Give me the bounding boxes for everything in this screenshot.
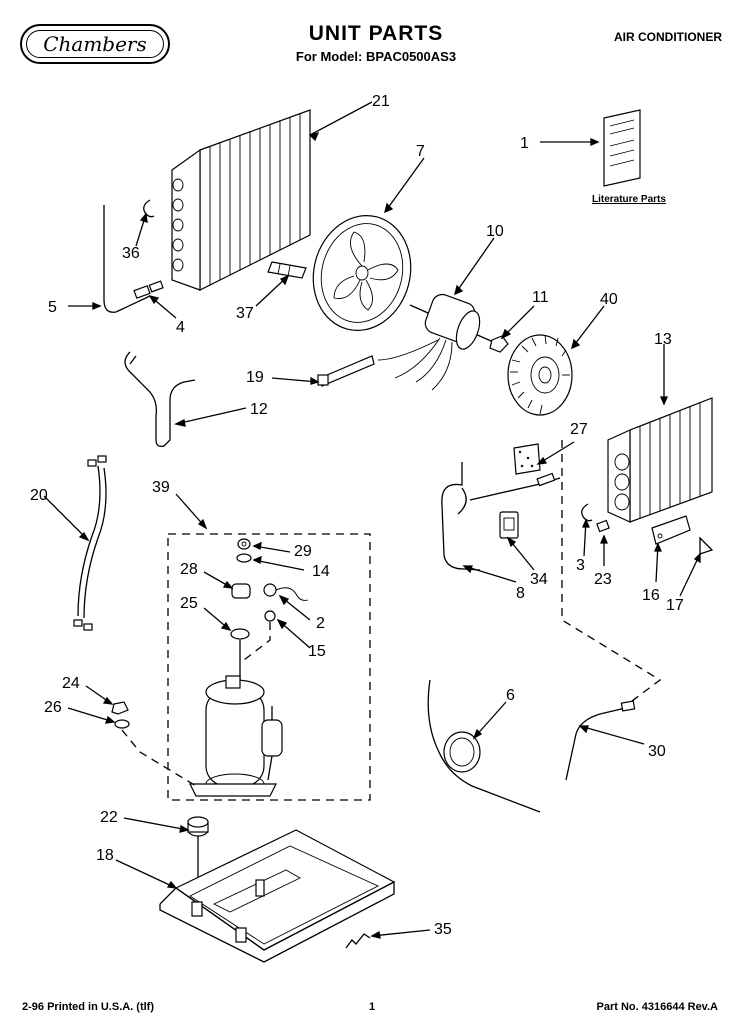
- callout-15: 15: [308, 643, 326, 660]
- callout-10: 10: [486, 223, 504, 240]
- callout-7: 7: [416, 143, 425, 160]
- callout-14: 14: [312, 563, 330, 580]
- callout-26: 26: [44, 699, 62, 716]
- callout-4: 4: [176, 319, 185, 336]
- callout-23: 23: [594, 571, 612, 588]
- washer-25: [230, 628, 250, 640]
- cord-30: [565, 705, 635, 781]
- terminal-2: [263, 583, 309, 601]
- brand-logo-border: [26, 30, 164, 58]
- callout-3: 3: [576, 557, 585, 574]
- callout-18: 18: [96, 847, 114, 864]
- model-line: For Model: BPAC0500AS3: [295, 49, 457, 64]
- pad-27: [513, 443, 541, 475]
- thermostat-34: [499, 511, 519, 539]
- callout-34: 34: [530, 571, 548, 588]
- bracket-37: [267, 261, 307, 279]
- grommet-29: [237, 538, 251, 550]
- evaporator-coil: [607, 397, 713, 523]
- wiring-right: [561, 440, 662, 711]
- callout-13: 13: [654, 331, 672, 348]
- callout-11: 11: [532, 289, 549, 306]
- fan-motor: [377, 293, 501, 391]
- callout-17: 17: [666, 597, 684, 614]
- callout-27: 27: [570, 421, 588, 438]
- callout-6: 6: [506, 687, 515, 704]
- base-pan: [159, 829, 396, 963]
- callout-37: 37: [236, 305, 254, 322]
- callout-5: 5: [48, 299, 57, 316]
- callout-40: 40: [600, 291, 618, 308]
- control-16: [651, 515, 691, 545]
- compressor: [189, 675, 283, 797]
- bracket-19: [317, 355, 375, 387]
- brand-name: Chambers: [43, 32, 147, 56]
- callout-39: 39: [152, 479, 170, 496]
- callout-28: 28: [180, 561, 198, 578]
- callout-numbers: 1 2 3 4 5 6 7 8 10 11 12 13 14 15 16 17 …: [30, 93, 684, 938]
- washer-14: [236, 553, 252, 563]
- compressor-group-box: [167, 533, 371, 801]
- literature-label: Literature Parts: [592, 194, 666, 205]
- callout-1: 1: [520, 135, 529, 152]
- callout-36: 36: [122, 245, 140, 262]
- nut-11: [489, 335, 509, 353]
- footer-part-number: Part No. 4316644 Rev.A: [596, 1001, 718, 1013]
- callout-24: 24: [62, 675, 80, 692]
- callout-12: 12: [250, 401, 268, 418]
- clip-35: [345, 933, 371, 949]
- leader-lines: [43, 101, 701, 939]
- callout-29: 29: [294, 543, 312, 560]
- connector-4: [133, 280, 164, 299]
- brand-logo: Chambers: [20, 24, 170, 64]
- callout-30: 30: [648, 743, 666, 760]
- callout-21: 21: [372, 93, 390, 110]
- page-title: UNIT PARTS: [308, 22, 444, 45]
- callout-22: 22: [100, 809, 118, 826]
- appliance-type: AIR CONDITIONER: [614, 30, 722, 44]
- tube-5: [103, 205, 151, 313]
- footer-print-info: 2-96 Printed in U.S.A. (tlf): [22, 1001, 155, 1013]
- harness-20: [73, 455, 107, 631]
- callout-35: 35: [434, 921, 452, 938]
- nut-24: [111, 701, 129, 715]
- grommet-22: [187, 816, 209, 837]
- tube-12: [124, 351, 196, 448]
- control-17: [699, 536, 714, 555]
- terminal-28: [231, 583, 251, 599]
- plug-6: [427, 679, 541, 813]
- washer-26: [114, 719, 130, 729]
- callout-25: 25: [180, 595, 198, 612]
- callout-16: 16: [642, 587, 660, 604]
- literature-card: [603, 109, 641, 187]
- footer-page-number: 1: [369, 1001, 376, 1013]
- fan-shroud: [312, 215, 412, 331]
- part-23: [596, 519, 610, 533]
- clip-3: [581, 503, 593, 522]
- callout-19: 19: [246, 369, 264, 386]
- callout-8: 8: [516, 585, 525, 602]
- callout-2: 2: [316, 615, 325, 632]
- nut-15: [264, 610, 276, 622]
- callout-20: 20: [30, 487, 48, 504]
- blower-wheel: [507, 334, 573, 416]
- condenser-coil: [171, 109, 311, 291]
